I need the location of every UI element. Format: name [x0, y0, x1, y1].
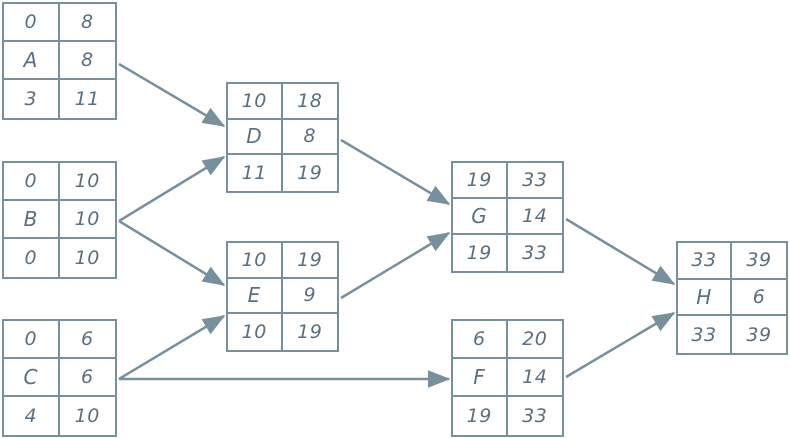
duration-cell-f: 14 [507, 359, 562, 397]
early-finish-cell-g: 33 [507, 163, 562, 199]
early-finish-cell-f: 20 [507, 321, 562, 359]
edge-arrow-b-e [118, 219, 226, 287]
edge-arrow-c-e [118, 314, 226, 381]
duration-cell-d: 8 [282, 120, 337, 156]
late-start-cell-h: 33 [678, 316, 732, 353]
activity-name-cell-b: B [4, 201, 60, 239]
late-finish-cell-d: 19 [297, 162, 323, 185]
late-finish-cell-c: 10 [74, 405, 100, 427]
late-start-cell-f: 19 [453, 397, 508, 435]
late-finish-cell-g: 33 [522, 242, 548, 264]
edge-arrow-f-h [565, 311, 676, 379]
early-finish-cell-h: 39 [732, 243, 786, 280]
duration-cell-b: 10 [59, 201, 115, 239]
late-finish-cell-a: 11 [74, 88, 100, 110]
duration-cell-h: 6 [732, 280, 786, 317]
early-finish-cell-b: 10 [59, 163, 115, 201]
early-start-cell-g: 19 [453, 163, 508, 199]
early-start-cell-a: 0 [4, 4, 60, 42]
late-start-cell-b: 0 [4, 239, 60, 277]
early-finish-cell-c: 6 [59, 321, 115, 359]
edge-arrow-b-d [118, 155, 226, 223]
late-start-cell-g: 19 [453, 235, 508, 271]
early-finish-cell-d: 18 [282, 84, 337, 120]
late-finish-cell-f: 33 [522, 405, 548, 427]
early-finish-cell-e: 19 [282, 243, 337, 279]
activity-name-cell-e: E [228, 278, 283, 315]
activity-name-cell-c: C [4, 359, 60, 397]
activity-name-cell-g: G [453, 199, 508, 235]
activity-name-cell-a: A [4, 42, 60, 80]
early-start-cell-d: 10 [228, 84, 283, 120]
late-start-cell-a: 3 [4, 80, 60, 118]
early-start-cell-h: 33 [678, 243, 732, 280]
early-start-cell-b: 0 [4, 163, 60, 201]
early-start-cell-c: 0 [4, 321, 60, 359]
edge-arrow-e-g [340, 231, 451, 300]
activity-name-cell-f: F [453, 359, 508, 397]
duration-cell-a: 8 [59, 42, 115, 80]
duration-cell-e: 9 [282, 279, 337, 315]
late-finish-cell-b: 10 [74, 247, 100, 269]
duration-cell-c: 6 [59, 359, 115, 397]
late-start-cell-e: 10 [228, 314, 283, 350]
early-start-cell-f: 6 [453, 321, 508, 359]
duration-cell-g: 14 [507, 199, 562, 235]
late-finish-cell-e: 19 [297, 321, 323, 344]
edge-arrow-g-h [565, 217, 676, 286]
early-start-cell-e: 10 [228, 243, 283, 279]
late-start-cell-c: 4 [4, 397, 60, 435]
late-start-cell-d: 11 [228, 155, 283, 191]
late-finish-cell-h: 39 [746, 323, 772, 346]
activity-name-cell-h: H [678, 279, 732, 317]
edge-arrow-d-g [340, 138, 451, 206]
early-finish-cell-a: 8 [59, 4, 115, 42]
activity-name-cell-d: D [228, 119, 283, 156]
edge-arrow-a-d [118, 62, 226, 128]
